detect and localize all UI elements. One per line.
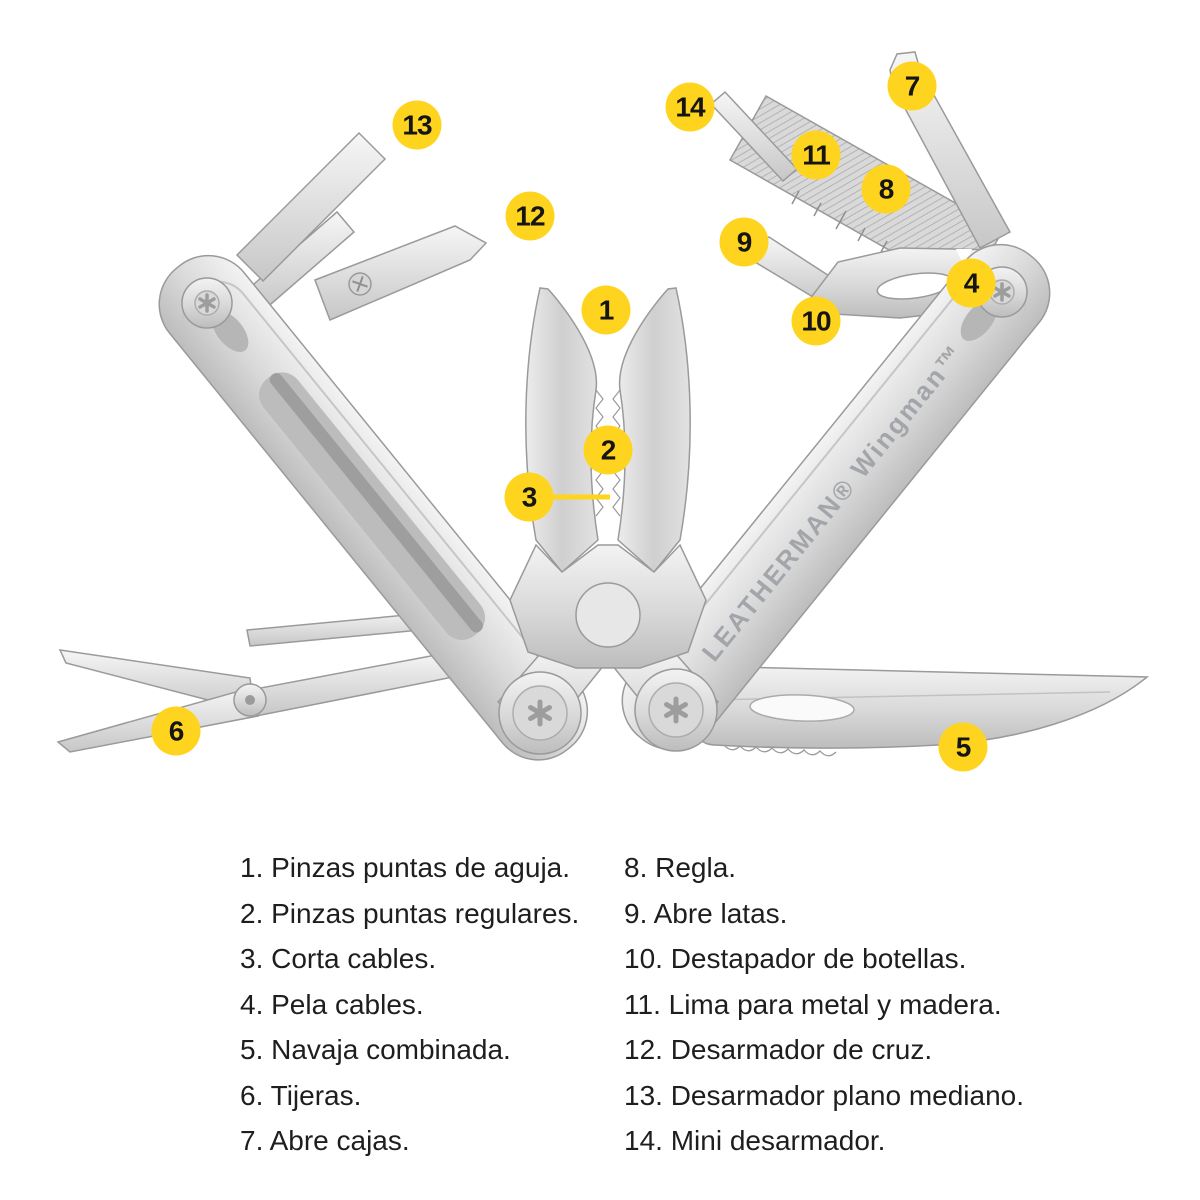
medium-flat-screwdriver-tool [235, 131, 387, 283]
torx-star-top-left [198, 293, 216, 313]
callout-badge-13: 13 [392, 100, 442, 150]
legend-item: 2. Pinzas puntas regulares. [240, 897, 580, 929]
callout-badge-4: 4 [946, 258, 996, 308]
legend-item: 7. Abre cajas. [240, 1125, 410, 1156]
phillips-cross-lines [352, 276, 368, 292]
callout-badge-5: 5 [938, 722, 988, 772]
legend-item: 5. Navaja combinada. [240, 1034, 511, 1065]
callout-badge-7: 7 [887, 61, 937, 111]
left-handle-slot [269, 373, 483, 633]
pliers-spring-hole [575, 582, 641, 648]
legend-item: 12. Desarmador de cruz. [624, 1034, 933, 1065]
legend-item: 11. Lima para metal y madera. [624, 988, 1002, 1020]
multitool-illustration: LEATHERMAN® Wingman™ [56, 51, 1150, 761]
legend-column-left: 1. Pinzas puntas de aguja. 2. Pinzas punt… [240, 845, 579, 1164]
callout-badge-14: 14 [665, 82, 715, 132]
torx-star-top-right [993, 282, 1011, 302]
callout-badge-6: 6 [151, 706, 201, 756]
phillips-screwdriver-tool [314, 225, 488, 321]
left-handle [158, 254, 589, 761]
callout-badge-3: 3 [504, 472, 554, 522]
torx-star-right [664, 696, 688, 724]
scissors-pivot-center [245, 695, 255, 705]
legend-item: 4. Pela cables. [240, 988, 424, 1020]
pliers-jaw-right [617, 287, 691, 574]
knife-blade [693, 665, 1150, 749]
wire-stripper-notch [956, 249, 972, 266]
legend-column-right: 8. Regla. 9. Abre latas. 10. Destapador de… [624, 845, 1024, 1164]
legend-item: 14. Mini desarmador. [624, 1125, 886, 1156]
legend-item: 6. Tijeras. [240, 1079, 362, 1111]
callout-badge-1: 1 [581, 285, 631, 335]
callout-badge-8: 8 [861, 164, 911, 214]
callout-badge-11: 11 [791, 130, 841, 180]
legend-item: 1. Pinzas puntas de aguja. [240, 852, 571, 883]
pivot-screw-right [634, 668, 718, 752]
knife-tool [693, 665, 1150, 757]
callout-badge-10: 10 [791, 296, 841, 346]
callout-badge-12: 12 [505, 191, 555, 241]
right-handle-body [621, 243, 1051, 751]
knife-thumb-slot [749, 694, 855, 722]
legend-item: 13. Desarmador plano mediano. [624, 1079, 1025, 1111]
tool-fan-left [235, 131, 488, 321]
callout-line-3 [529, 494, 610, 500]
torx-star-left [528, 699, 552, 727]
legend-item: 10. Destapador de botellas. [624, 943, 967, 974]
legend-item: 9. Abre latas. [624, 897, 788, 929]
legend-item: 8. Regla. [624, 852, 737, 883]
pivot-screw-left [498, 671, 582, 755]
handle-screw-left [181, 277, 233, 329]
callout-badge-9: 9 [719, 217, 769, 267]
knife-serrations [723, 744, 837, 757]
scissors-tool [56, 609, 464, 753]
legend-item: 3. Corta cables. [240, 943, 437, 974]
callout-badge-2: 2 [583, 425, 633, 475]
